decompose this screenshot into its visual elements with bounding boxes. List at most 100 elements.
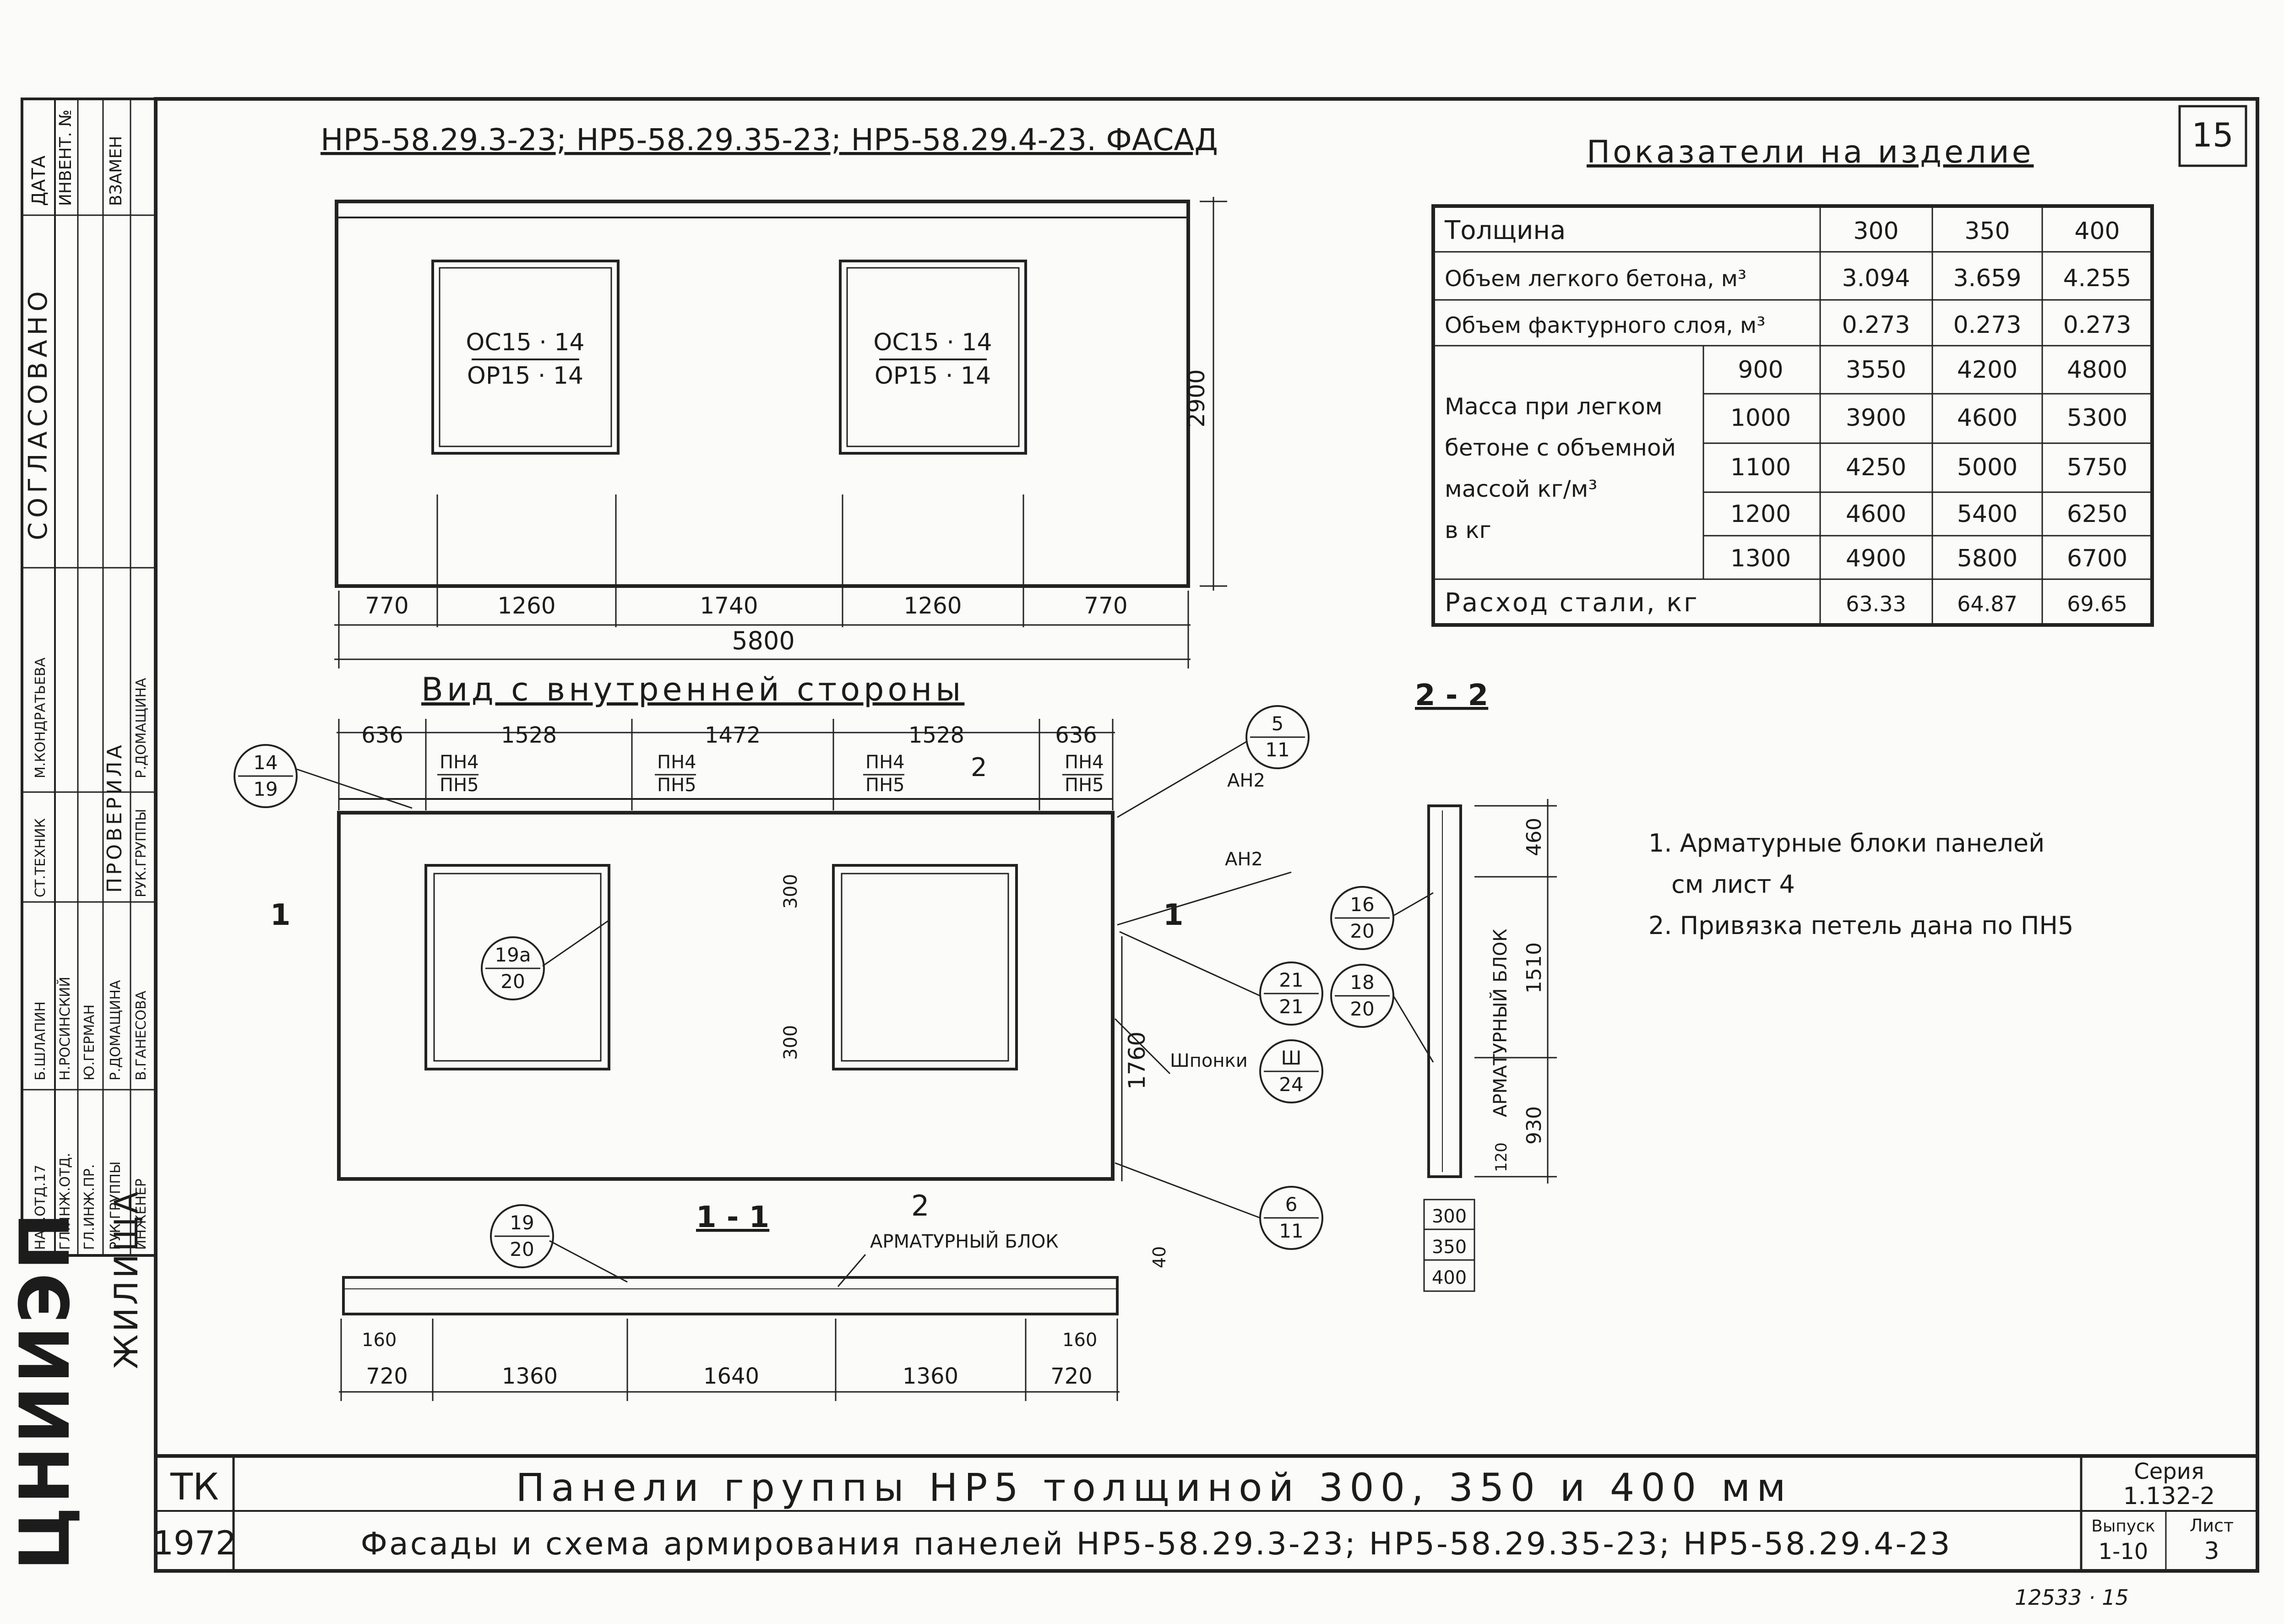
section-1-1-dim-2: 1360 — [502, 1363, 558, 1389]
callout-5-bottom: 24 — [1279, 1073, 1303, 1096]
ind-row2-label: Объем фактурного слоя, м³ — [1445, 313, 1765, 338]
ind-steel-label: Расход стали, кг — [1445, 588, 1699, 618]
ind-mass-3-v3: 5750 — [2067, 454, 2127, 481]
section-1-1: 1 - 1 2 АРМАТУРНЫЙ БЛОК 40 160 160 720 1… — [339, 1189, 1169, 1401]
loop-4-top: ПН4 — [1065, 752, 1104, 773]
section-1-1-dim-3: 1640 — [703, 1363, 759, 1389]
note-2: 2. Привязка петель дана по ПН5 — [1648, 911, 2073, 940]
loop-2-top: ПН4 — [657, 752, 696, 773]
sheet-number: 15 — [2192, 116, 2234, 154]
stamp-role-3: ГЛ.ИНЖ.ПР. — [82, 1164, 98, 1250]
ind-row1-label: Объем легкого бетона, м³ — [1445, 266, 1746, 292]
label-ah2-mid: АН2 — [1225, 849, 1263, 870]
org-logo-text: ЦНИИЭП — [5, 1210, 85, 1570]
section-2-2-dim-2: 1510 — [1523, 942, 1546, 994]
ind-mass-3-v1: 4250 — [1846, 454, 1906, 481]
stamp-role-1: НАЧ.ОТД.17 — [33, 1165, 49, 1250]
callout-2-bottom: 11 — [1265, 739, 1289, 761]
stamp-role-4: РУК.ГРУППЫ — [108, 1162, 124, 1250]
ind-header-label: Толщина — [1444, 216, 1566, 245]
ind-steel-v2: 64.87 — [1957, 592, 2018, 616]
loop-3-top: ПН4 — [865, 752, 905, 773]
facade-dim-4: 1260 — [903, 592, 962, 619]
org-subtitle: ЖИЛИЩА — [108, 1189, 145, 1369]
section-2-mark-bottom: 2 — [911, 1189, 929, 1222]
indicators-title: Показатели на изделие — [1587, 134, 2034, 170]
inner-dim-4: 1528 — [908, 722, 964, 748]
facade-dim-3: 1740 — [700, 592, 758, 619]
ind-mass-2-v3: 5300 — [2067, 404, 2127, 432]
ind-mass-3-density: 1100 — [1730, 454, 1791, 481]
window-1-top: ОС15 · 14 — [466, 329, 584, 356]
ind-mass-label-3: массой кг/м³ — [1445, 476, 1597, 502]
sheet-value: 3 — [2204, 1537, 2219, 1565]
inner-view: Вид с внутренней стороны 636 1528 1472 1… — [270, 671, 1184, 1181]
facade-dim-total: 5800 — [732, 626, 794, 655]
facade-view: НР5-58.29.3-23; НР5-58.29.35-23; НР5-58.… — [321, 122, 1227, 668]
callout-1-top: 14 — [253, 751, 277, 774]
note-1: 1. Арматурные блоки панелей — [1648, 829, 2045, 858]
facade-title: НР5-58.29.3-23; НР5-58.29.35-23; НР5-58.… — [321, 122, 1218, 158]
label-keys: Шпонки — [1170, 1050, 1248, 1071]
ind-mass-5-density: 1300 — [1730, 545, 1791, 572]
ind-row1-v2: 3.659 — [1953, 265, 2022, 292]
title-main: Панели группы НР5 толщиной 300, 350 и 40… — [516, 1465, 1792, 1510]
ind-mass-2-v2: 4600 — [1957, 404, 2018, 432]
ind-mass-4-v2: 5400 — [1957, 500, 2018, 528]
facade-dim-5: 770 — [1084, 592, 1127, 619]
inner-dim-opening-bottom: 300 — [780, 1025, 801, 1060]
facade-dim-2: 1260 — [497, 592, 555, 619]
title-tk: ТК — [170, 1466, 219, 1508]
indicators-table: Показатели на изделие Толщина 300 350 40… — [1431, 134, 2154, 627]
stamp-name-c: Ю.ГЕРМАН — [82, 1005, 98, 1081]
section-2-2-thickness-3: 400 — [1432, 1267, 1467, 1288]
sheet-label: Лист — [2190, 1515, 2234, 1536]
section-2-2-title: 2 - 2 — [1415, 679, 1488, 712]
callout-9-top: 18 — [1350, 971, 1374, 994]
ind-steel-v3: 69.65 — [2067, 592, 2127, 616]
ind-mass-2-v1: 3900 — [1846, 404, 1906, 432]
title-year: 1972 — [152, 1524, 236, 1562]
stamp-name-d: Р.ДОМАЩИНА — [108, 980, 124, 1081]
section-1-mark-right: 1 — [1163, 898, 1184, 932]
callout-9-bottom: 20 — [1350, 998, 1374, 1020]
callout-7-bottom: 20 — [510, 1238, 534, 1260]
callout-4-bottom: 21 — [1279, 995, 1303, 1018]
section-2-2-bottom: 120 — [1492, 1142, 1511, 1172]
ind-mass-label-1: Масса при легком — [1445, 393, 1663, 420]
ind-row1-v1: 3.094 — [1842, 265, 1910, 292]
section-2-2-thickness-1: 300 — [1432, 1206, 1467, 1227]
ind-mass-4-density: 1200 — [1730, 500, 1791, 528]
callout-8-bottom: 20 — [1350, 920, 1374, 942]
inner-dim-opening-top: 300 — [780, 874, 801, 909]
callout-6-bottom: 11 — [1279, 1220, 1303, 1242]
ind-mass-1-density: 900 — [1738, 356, 1783, 384]
loop-1-top: ПН4 — [440, 752, 479, 773]
side-stamp: ДАТА ИНВЕНТ. № ВЗАМЕН СОГЛАСОВАНО ПРОВЕР… — [5, 98, 157, 1570]
section-2-2-dim-3: 930 — [1523, 1106, 1546, 1145]
callout-3-top: 19а — [495, 944, 531, 966]
callout-5-top: Ш — [1281, 1047, 1302, 1069]
series-label: Серия — [2134, 1459, 2204, 1484]
loop-4-bottom: ПН5 — [1065, 775, 1104, 796]
ind-mass-2-density: 1000 — [1730, 404, 1791, 432]
inner-dim-3: 1472 — [705, 722, 761, 748]
ind-header-350: 350 — [1964, 217, 2010, 245]
ind-mass-1-v2: 4200 — [1957, 356, 2018, 384]
label-ah2-top: АН2 — [1227, 770, 1265, 791]
ind-header-400: 400 — [2074, 217, 2120, 245]
callout-2-top: 5 — [1272, 712, 1284, 735]
callout-6-top: 6 — [1285, 1193, 1298, 1216]
ind-mass-4-v3: 6250 — [2067, 500, 2127, 528]
issue-value: 1-10 — [2099, 1539, 2148, 1564]
stamp-date: ДАТА — [28, 155, 49, 206]
inner-dim-1: 636 — [361, 722, 403, 748]
title-subtitle: Фасады и схема армирования панелей НР5-5… — [361, 1526, 1952, 1562]
callouts: 14 19 5 11 АН2 АН2 19а 20 21 21 Ш 24 Шпо… — [234, 705, 1434, 1283]
stamp-name-1: М.КОНДРАТЬЕВА — [33, 657, 49, 778]
stamp-coordinated: СОГЛАСОВАНО — [23, 287, 53, 540]
issue-label: Выпуск — [2091, 1517, 2155, 1536]
loop-2-bottom: ПН5 — [657, 775, 696, 796]
section-1-1-dim-1: 720 — [366, 1363, 408, 1389]
